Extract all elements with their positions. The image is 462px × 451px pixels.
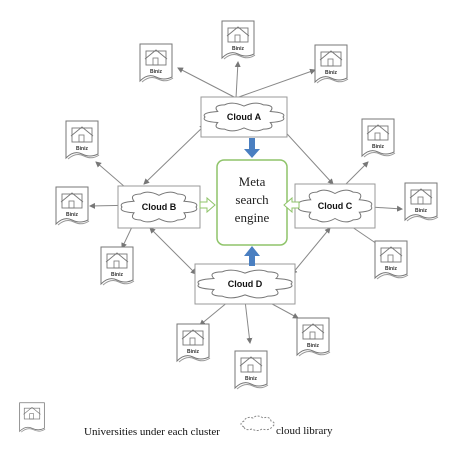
cloud-icon — [197, 269, 293, 299]
engine-line-1: Meta — [239, 174, 266, 189]
university-label: Biniz — [150, 69, 162, 75]
university-label: Biniz — [372, 144, 384, 150]
university-label: Biniz — [245, 376, 257, 382]
house-icon — [234, 350, 269, 390]
university-label: Biniz — [232, 46, 244, 52]
house-icon — [55, 186, 90, 226]
legend: Universities under each cluster cloud li… — [19, 402, 333, 438]
university-label: Biniz — [385, 266, 397, 272]
cloud-a: Cloud A — [200, 96, 288, 138]
university-icon: Biniz — [361, 118, 396, 158]
cloud-b: Cloud B — [117, 185, 201, 229]
university-icon: Biniz — [296, 317, 331, 357]
down-arrow-icon — [244, 138, 260, 158]
meta-search-engine: Meta search engine — [216, 159, 288, 246]
cloud-label: Cloud A — [227, 112, 262, 122]
university-icon: Biniz — [55, 186, 90, 226]
university-icon: Biniz — [234, 350, 269, 390]
cloud-label: Cloud C — [318, 201, 353, 211]
university-icon: Biniz — [100, 246, 135, 286]
university-label: Biniz — [76, 146, 88, 152]
house-icon — [19, 402, 46, 433]
university-label: Biniz — [325, 70, 337, 76]
university-label: Biniz — [187, 349, 199, 355]
legend-university-text: Universities under each cluster — [84, 426, 220, 438]
university-label: Biniz — [111, 272, 123, 278]
house-icon — [176, 323, 211, 363]
blue-arrows — [244, 138, 260, 266]
university-icon: Biniz — [221, 20, 256, 60]
engine-line-3: engine — [235, 210, 270, 225]
university-icon: Biniz — [139, 43, 174, 83]
cloud-icon — [120, 191, 198, 223]
cloud-d: Cloud D — [194, 263, 296, 305]
university-icon: Biniz — [65, 120, 100, 160]
house-icon — [221, 20, 256, 60]
hollow-arrows — [199, 196, 300, 214]
house-icon — [361, 118, 396, 158]
house-icon — [296, 317, 331, 357]
university-icon: Biniz — [374, 240, 409, 280]
clouds: Cloud A Cloud B Cloud C Cloud D — [117, 96, 376, 305]
university-label: Biniz — [307, 343, 319, 349]
university-icon: Biniz — [404, 182, 439, 222]
legend-cloud-text: cloud library — [276, 425, 333, 437]
university-icon: Biniz — [176, 323, 211, 363]
house-icon — [100, 246, 135, 286]
house-icon — [374, 240, 409, 280]
university-label: Biniz — [66, 212, 78, 218]
house-icon — [314, 44, 349, 84]
left-arrow-icon — [283, 196, 300, 214]
house-icon — [139, 43, 174, 83]
cloud-icon — [203, 102, 285, 132]
cloud-c: Cloud C — [294, 183, 376, 229]
engine-line-2: search — [235, 192, 269, 207]
cloud-label: Cloud B — [142, 202, 177, 212]
university-label: Biniz — [415, 208, 427, 214]
cloud-label: Cloud D — [228, 279, 263, 289]
house-icon — [404, 182, 439, 222]
up-arrow-icon — [244, 246, 260, 266]
house-icon — [65, 120, 100, 160]
university-icon: Biniz — [314, 44, 349, 84]
cloud-icon — [240, 415, 275, 431]
right-arrow-icon — [199, 196, 216, 214]
